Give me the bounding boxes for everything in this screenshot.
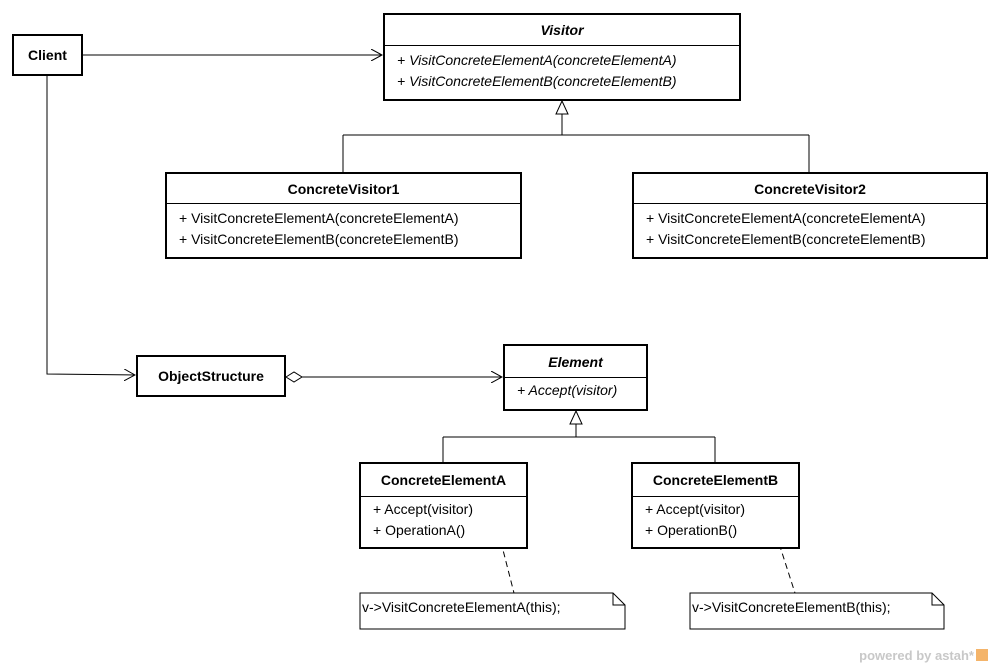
astah-branding-text: powered by astah* — [859, 648, 974, 663]
visitor-operations: + VisitConcreteElementA(concreteElementA… — [385, 46, 739, 92]
note-a-text: v->VisitConcreteElementA(this); — [362, 599, 561, 615]
concrete-element-b-class[interactable]: ConcreteElementB + Accept(visitor) + Ope… — [631, 462, 800, 549]
client-objectstructure-association — [46, 76, 135, 375]
visitor-class[interactable]: Visitor + VisitConcreteElementA(concrete… — [383, 13, 741, 101]
visitor-operation: + VisitConcreteElementB(concreteElementB… — [397, 73, 677, 89]
objectstructure-element-aggregation — [285, 372, 502, 382]
note-a-shape — [359, 592, 626, 630]
concrete-element-b-operation: + Accept(visitor) — [645, 501, 745, 517]
visitor-class-name: Visitor — [385, 15, 739, 46]
concrete-element-b-operations: + Accept(visitor) + OperationB() — [633, 497, 798, 541]
object-structure-class[interactable]: ObjectStructure — [136, 355, 286, 397]
visitor-generalization — [342, 99, 810, 172]
client-class[interactable]: Client — [12, 34, 83, 76]
concrete-visitor1-operations: + VisitConcreteElementA(concreteElementA… — [167, 204, 520, 250]
element-operations: + Accept(visitor) — [505, 378, 646, 401]
astah-logo-icon — [976, 649, 988, 661]
concrete-visitor2-class-name: ConcreteVisitor2 — [634, 174, 986, 204]
concrete-visitor2-class[interactable]: ConcreteVisitor2 + VisitConcreteElementA… — [632, 172, 988, 259]
concrete-element-a-operation: + Accept(visitor) — [373, 501, 473, 517]
client-class-name: Client — [28, 47, 67, 63]
note-b-shape — [689, 592, 945, 630]
note-b-text: v->VisitConcreteElementB(this); — [692, 599, 891, 615]
astah-branding: powered by astah* — [859, 648, 988, 663]
concrete-visitor2-operation: + VisitConcreteElementA(concreteElementA… — [646, 210, 926, 226]
note-b[interactable]: v->VisitConcreteElementB(this); — [692, 593, 930, 629]
concrete-visitor1-operation: + VisitConcreteElementA(concreteElementA… — [179, 210, 459, 226]
element-operation: + Accept(visitor) — [517, 382, 618, 398]
concrete-visitor1-class-name: ConcreteVisitor1 — [167, 174, 520, 204]
concrete-visitor1-operation: + VisitConcreteElementB(concreteElementB… — [179, 231, 459, 247]
concrete-element-a-class[interactable]: ConcreteElementA + Accept(visitor) + Ope… — [359, 462, 528, 549]
visitor-operation: + VisitConcreteElementA(concreteElementA… — [397, 52, 677, 68]
concrete-visitor2-operations: + VisitConcreteElementA(concreteElementA… — [634, 204, 986, 250]
object-structure-class-name: ObjectStructure — [158, 368, 264, 384]
concrete-element-b-class-name: ConcreteElementB — [633, 464, 798, 497]
element-generalization — [442, 409, 716, 462]
concrete-element-b-operation: + OperationB() — [645, 522, 738, 538]
concrete-element-a-operations: + Accept(visitor) + OperationA() — [361, 497, 526, 541]
element-class-name: Element — [505, 346, 646, 378]
concrete-element-a-operation: + OperationA() — [373, 522, 466, 538]
concrete-visitor2-operation: + VisitConcreteElementB(concreteElementB… — [646, 231, 926, 247]
note-a[interactable]: v->VisitConcreteElementA(this); — [362, 593, 612, 629]
concrete-visitor1-class[interactable]: ConcreteVisitor1 + VisitConcreteElementA… — [165, 172, 522, 259]
concrete-element-a-class-name: ConcreteElementA — [361, 464, 526, 497]
element-class[interactable]: Element + Accept(visitor) — [503, 344, 648, 411]
